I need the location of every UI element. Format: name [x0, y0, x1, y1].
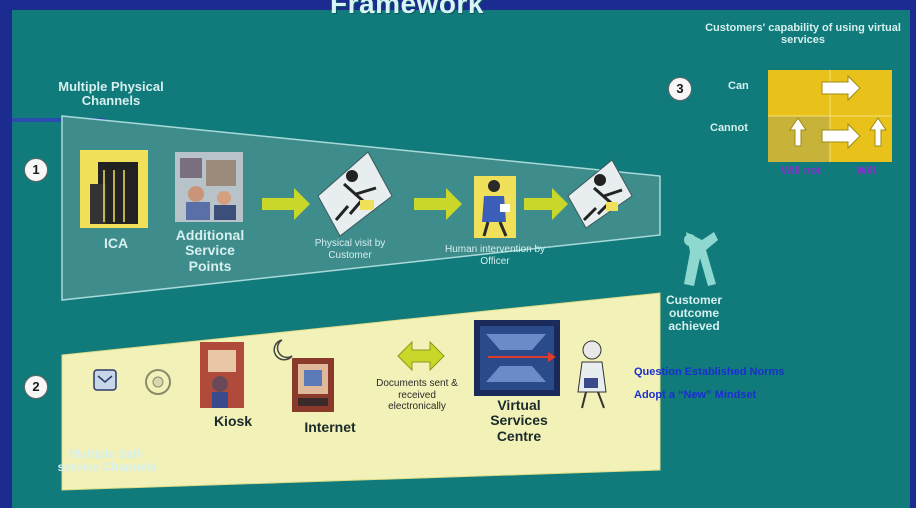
statue-icon — [684, 232, 718, 286]
slide-title: Framework — [330, 0, 484, 19]
arrow-right-icon — [524, 188, 568, 220]
arrow-right-icon — [414, 188, 462, 220]
virtual-services-computer-icon — [474, 320, 560, 396]
slide-right-border — [910, 0, 916, 508]
service-points-label: Additional Service Points — [175, 227, 245, 274]
internet-computer-icon — [292, 358, 334, 412]
physical-visit-label: Physical visit by Customer — [314, 238, 386, 261]
self-service-channels-heading: Multiple Self-service Channels — [57, 447, 157, 475]
building-icon — [80, 150, 148, 228]
running-customer-icon — [567, 159, 633, 229]
email-icon — [93, 369, 117, 391]
ica-label: ICA — [103, 235, 129, 251]
arrow-up-icon — [869, 117, 887, 147]
step-3-badge: 3 — [668, 77, 692, 101]
capability-matrix — [768, 70, 892, 162]
col-label-will-not: Will not — [781, 165, 821, 177]
internet-label: Internet — [304, 419, 356, 435]
arrow-right-icon — [821, 74, 861, 102]
row-label-can: Can — [728, 80, 749, 92]
step-1-badge: 1 — [24, 158, 48, 182]
note-question-norms: Question Established Norms — [634, 366, 785, 378]
documents-label: Documents sent & received electronically — [376, 378, 458, 412]
physical-channels-heading: Multiple Physical Channels — [58, 79, 164, 109]
arrow-right-icon — [262, 188, 310, 220]
arrow-right-icon — [821, 122, 861, 150]
slide-left-border — [0, 0, 12, 508]
kiosk-label: Kiosk — [213, 413, 253, 429]
accent-bar — [12, 118, 106, 122]
capability-heading: Customers' capability of using virtual s… — [705, 22, 901, 47]
note-new-mindset: Adopt a “New” Mindset — [634, 389, 757, 401]
document-exchange-arrow-icon — [397, 340, 445, 372]
person-with-bag-icon — [577, 340, 607, 409]
virtual-services-label: Virtual Services Centre — [490, 397, 548, 444]
officer-icon — [474, 176, 516, 238]
kiosk-icon — [200, 342, 244, 408]
phone-icon — [145, 369, 171, 395]
arrow-up-icon — [789, 117, 807, 147]
running-customer-icon — [317, 151, 393, 237]
moon-icon — [273, 339, 293, 361]
col-label-will: Will — [856, 165, 876, 177]
step-2-badge: 2 — [24, 375, 48, 399]
customer-outcome-label: Customer outcome achieved — [665, 293, 722, 334]
human-intervention-label: Human intervention by Officer — [444, 244, 546, 267]
slide-top-border — [0, 0, 916, 10]
service-points-photo-icon — [175, 152, 243, 222]
row-label-cannot: Cannot — [710, 122, 748, 134]
